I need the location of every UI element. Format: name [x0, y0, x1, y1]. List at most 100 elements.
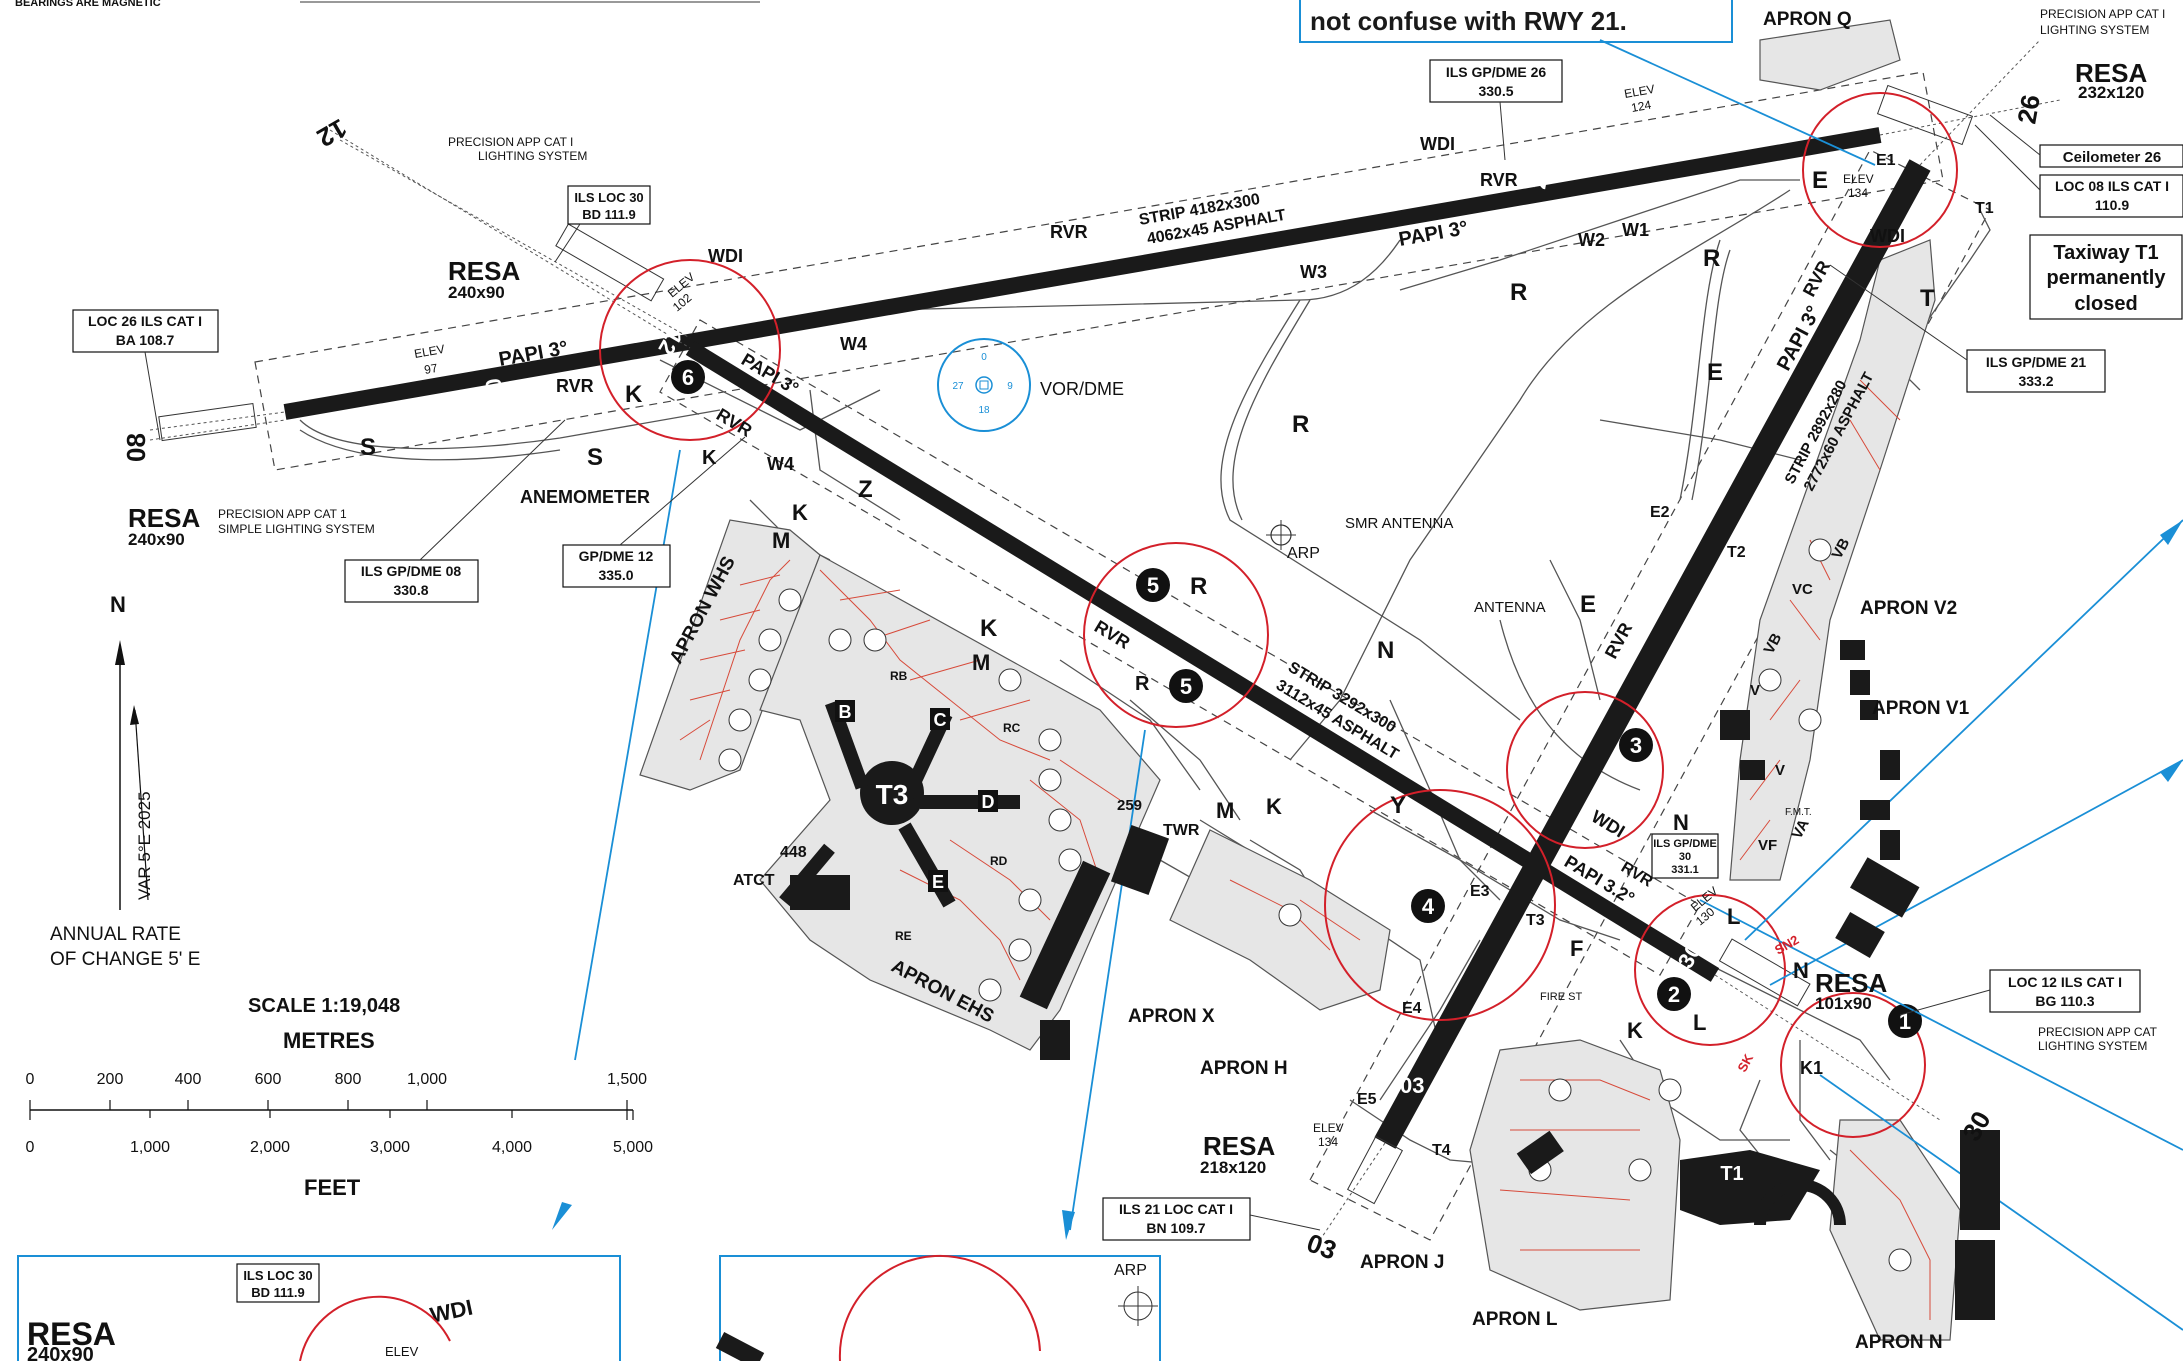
resa-08-dim: 240x90	[128, 530, 185, 549]
twy-r-1: R	[1510, 279, 1527, 306]
rvr-7: RVR	[1601, 619, 1636, 662]
twy-t1: T1	[1975, 200, 1994, 217]
svg-text:1,000: 1,000	[407, 1071, 447, 1088]
twy-e-1: E	[1812, 167, 1828, 194]
twy-r-5: R	[1135, 673, 1150, 695]
rvr-1: RVR	[1050, 222, 1088, 242]
rwy-end-08: 08	[480, 377, 509, 405]
svg-text:E: E	[932, 872, 944, 892]
apron-rd: RD	[990, 854, 1008, 868]
lighting-30-l2: LIGHTING SYSTEM	[2038, 1039, 2147, 1053]
svg-text:1: 1	[1899, 1009, 1911, 1034]
svg-text:5,000: 5,000	[613, 1139, 653, 1156]
svg-text:134: 134	[1848, 186, 1868, 200]
svg-text:ELEV: ELEV	[1623, 82, 1656, 101]
pier-b: B	[835, 700, 855, 722]
atct-label: ATCT	[733, 872, 775, 889]
rvr-3: RVR	[1480, 170, 1518, 190]
lighting-08-l2: SIMPLE LIGHTING SYSTEM	[218, 522, 375, 536]
outer-12: 12	[312, 113, 352, 153]
svg-text:1,500: 1,500	[607, 1071, 647, 1088]
north-arrow: N VAR 5°E 2025	[110, 592, 154, 910]
hotspot-circles	[599, 92, 1958, 1138]
twr-building	[1110, 824, 1170, 896]
twy-m-1: M	[772, 528, 790, 553]
arp-symbol	[1266, 520, 1296, 550]
svg-text:ILS GP/DME 26: ILS GP/DME 26	[1446, 64, 1547, 80]
resa-03-dim: 218x120	[1200, 1158, 1266, 1177]
fmt-label: F.M.T.	[1785, 807, 1812, 818]
twy-m-3: M	[1216, 798, 1234, 823]
twy-t: T	[1920, 285, 1935, 312]
svg-text:330.5: 330.5	[1478, 83, 1513, 99]
twy-e-3: E	[1580, 591, 1596, 618]
outer-26: 26	[2011, 92, 2046, 126]
twy-sk: SK	[1734, 1051, 1756, 1075]
anemometer-label: ANEMOMETER	[520, 487, 650, 507]
svg-text:3: 3	[1630, 733, 1642, 758]
ils21-box: ILS 21 LOC CAT I BN 109.7	[1102, 1197, 1251, 1241]
twy-e3: E3	[1470, 883, 1490, 900]
twy-n-2: N	[1673, 810, 1689, 835]
var-label: VAR 5°E 2025	[135, 791, 154, 900]
caution-note: not confuse with RWY 21.	[1299, 0, 1733, 43]
svg-text:4,000: 4,000	[492, 1139, 532, 1156]
twy-w4-2: W4	[767, 454, 794, 474]
twy-k-2: K	[702, 447, 717, 469]
svg-text:not confuse with RWY 21.: not confuse with RWY 21.	[1310, 6, 1627, 36]
apron-n-building	[1960, 1130, 2000, 1230]
rwy-end-26: 26	[1525, 162, 1554, 190]
t1-closed-box: Taxiway T1 permanently closed	[2029, 234, 2183, 320]
apron-h-label: APRON H	[1200, 1058, 1288, 1079]
runways	[283, 127, 1931, 1149]
svg-text:ILS GP/DME 21: ILS GP/DME 21	[1986, 354, 2087, 370]
twy-n-1: N	[1377, 637, 1394, 664]
apron-n-building-2	[1955, 1240, 1995, 1320]
runway-08-26	[283, 127, 1882, 420]
twy-y: Y	[1390, 792, 1406, 819]
twy-e-2: E	[1707, 359, 1723, 386]
apron-v2-label: APRON V2	[1860, 598, 1957, 619]
apron-v-2: V	[1775, 762, 1785, 779]
threshold-markings	[158, 84, 1974, 1205]
inset-right: ARP	[715, 1254, 1161, 1361]
twy-e4: E4	[1402, 1000, 1422, 1017]
twy-k1: K1	[1800, 1058, 1823, 1078]
twy-t3: T3	[1526, 912, 1545, 929]
twr-label: TWR	[1163, 822, 1200, 839]
resa-12-label: RESA	[448, 256, 520, 286]
rwy-end-03: 03	[1400, 1073, 1424, 1098]
twy-l-2: L	[1693, 1010, 1706, 1035]
resa-26-label: RESA	[2075, 58, 2147, 88]
ehs-building-small	[1040, 1020, 1070, 1060]
twy-l-1: L	[1727, 904, 1740, 929]
svg-text:3,000: 3,000	[370, 1139, 410, 1156]
inset-left: ILS LOC 30 BD 111.9 RESA 240x90 WDI ELEV	[17, 1255, 621, 1361]
outer-03: 03	[1303, 1227, 1340, 1265]
svg-text:5: 5	[1180, 674, 1192, 699]
ils-loc30-box: ILS LOC 30 BD 111.9	[567, 185, 651, 225]
svg-text:330.8: 330.8	[393, 582, 428, 598]
resa-08-label: RESA	[128, 503, 200, 533]
resa-30-label: RESA	[1815, 968, 1887, 998]
svg-text:240x90: 240x90	[27, 1344, 94, 1361]
leader-lines	[144, 101, 2041, 1231]
svg-text:LOC 26 ILS CAT I: LOC 26 ILS CAT I	[88, 313, 202, 329]
ils-gp30-box: ILS GP/DME 30 331.1	[1651, 833, 1719, 879]
twy-k-4: K	[980, 615, 998, 642]
hotspot-circle-e1	[1802, 92, 1958, 248]
twy-k-3: K	[792, 500, 808, 525]
apron-vc: VC	[1792, 581, 1813, 598]
twy-k-6: K	[1627, 1018, 1643, 1043]
svg-text:ARP: ARP	[1114, 1262, 1147, 1279]
apron-v1-label: APRON V1	[1872, 698, 1970, 719]
lighting-08-l1: PRECISION APP CAT 1	[218, 507, 347, 521]
svg-text:B: B	[839, 702, 852, 722]
hotspot-5a: 5	[1136, 568, 1170, 602]
svg-text:D: D	[982, 792, 995, 812]
atct-height: 448	[780, 844, 807, 861]
svg-text:ELEV: ELEV	[413, 342, 446, 361]
twy-e1: E1	[1876, 152, 1896, 169]
pier-e: E	[928, 870, 948, 892]
